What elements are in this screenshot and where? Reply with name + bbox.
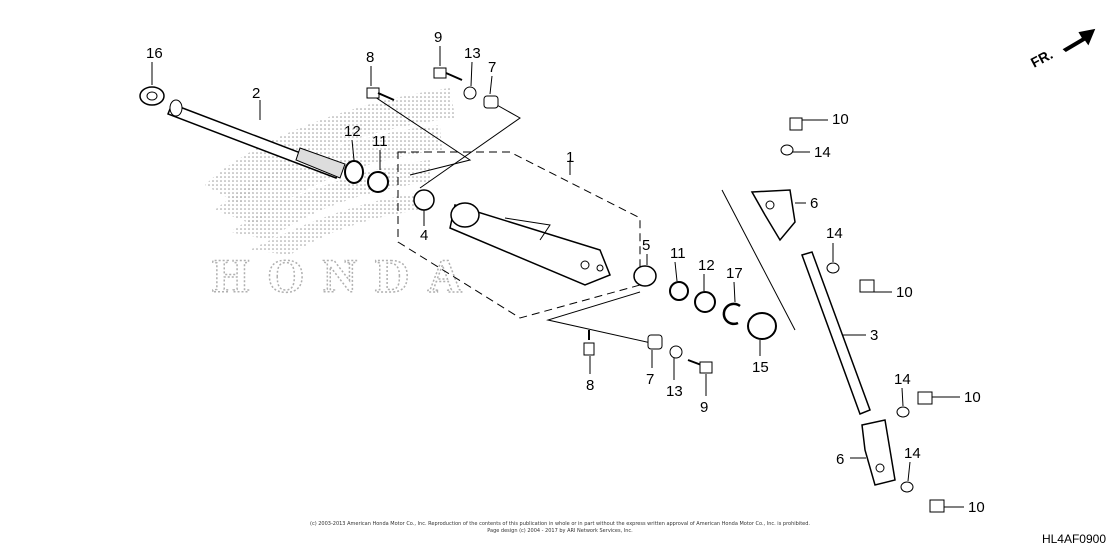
callout-9b: 9: [700, 399, 708, 416]
callout-14b: 14: [826, 225, 843, 242]
callout-17: 17: [726, 265, 743, 282]
callout-10d: 10: [968, 499, 985, 516]
washer: [463, 86, 477, 100]
bearing-lower: [669, 281, 689, 301]
collar-lower: [647, 334, 663, 350]
callout-14a: 14: [814, 144, 831, 161]
collar: [483, 95, 499, 109]
honda-watermark: HONDA: [212, 250, 462, 303]
bushing: [413, 189, 435, 211]
callout-8b: 8: [586, 377, 594, 394]
callout-11: 11: [372, 133, 388, 150]
callout-13b: 13: [666, 383, 683, 400]
callout-5: 5: [642, 237, 650, 254]
bearing-upper: [344, 160, 389, 193]
callout-leaders: [151, 46, 964, 508]
callout-8: 8: [366, 49, 374, 66]
bolt-lower-right: [687, 359, 713, 374]
callout-10a: 10: [832, 111, 849, 128]
steering-shaft: [167, 99, 346, 179]
lower-steering-shaft: [801, 251, 871, 415]
callouts: 16 2 8 9 13 7 12 11 1 4 5 11 12 17 15 8 …: [146, 29, 985, 516]
callout-4: 4: [420, 227, 428, 244]
callout-7: 7: [488, 59, 496, 76]
callout-10c: 10: [964, 389, 981, 406]
callout-12: 12: [344, 123, 361, 140]
bearing-lower-2: [694, 291, 716, 313]
callout-1: 1: [566, 149, 574, 166]
callout-12b: 12: [698, 257, 715, 274]
callout-3: 3: [870, 327, 878, 344]
callout-16: 16: [146, 45, 163, 62]
oil-seal: [139, 86, 165, 106]
copyright-line: (c) 2003-2013 American Honda Motor Co., …: [310, 521, 810, 527]
callout-9: 9: [434, 29, 442, 46]
callout-10b: 10: [896, 284, 913, 301]
diagram-code: HL4AF0900: [1041, 532, 1106, 546]
circlip: [722, 302, 741, 326]
bushing-lower: [633, 265, 657, 287]
callout-11b: 11: [670, 245, 686, 262]
callout-13: 13: [464, 45, 481, 62]
page-design-line: Page design (c) 2004 - 2017 by ARI Netwo…: [487, 528, 633, 534]
callout-6b: 6: [836, 451, 844, 468]
callout-2: 2: [252, 85, 260, 102]
front-label: FR.: [1028, 46, 1055, 71]
bolt-upper-right: [433, 67, 463, 81]
callout-6a: 6: [810, 195, 818, 212]
bolt-lower-left: [583, 330, 595, 356]
callout-14d: 14: [904, 445, 921, 462]
universal-joint-upper: [750, 189, 796, 242]
callout-15: 15: [752, 359, 769, 376]
assembly-boundary: [397, 151, 641, 319]
callout-14c: 14: [894, 371, 911, 388]
steering-column: [449, 202, 611, 286]
front-direction-arrow: FR.: [1028, 28, 1096, 71]
universal-joint-lower: [861, 419, 896, 486]
bearing-housing: [747, 312, 777, 340]
washer-lower: [669, 345, 683, 359]
bolts-right: [780, 117, 945, 513]
callout-7b: 7: [646, 371, 654, 388]
bolt-upper-left: [366, 87, 395, 101]
